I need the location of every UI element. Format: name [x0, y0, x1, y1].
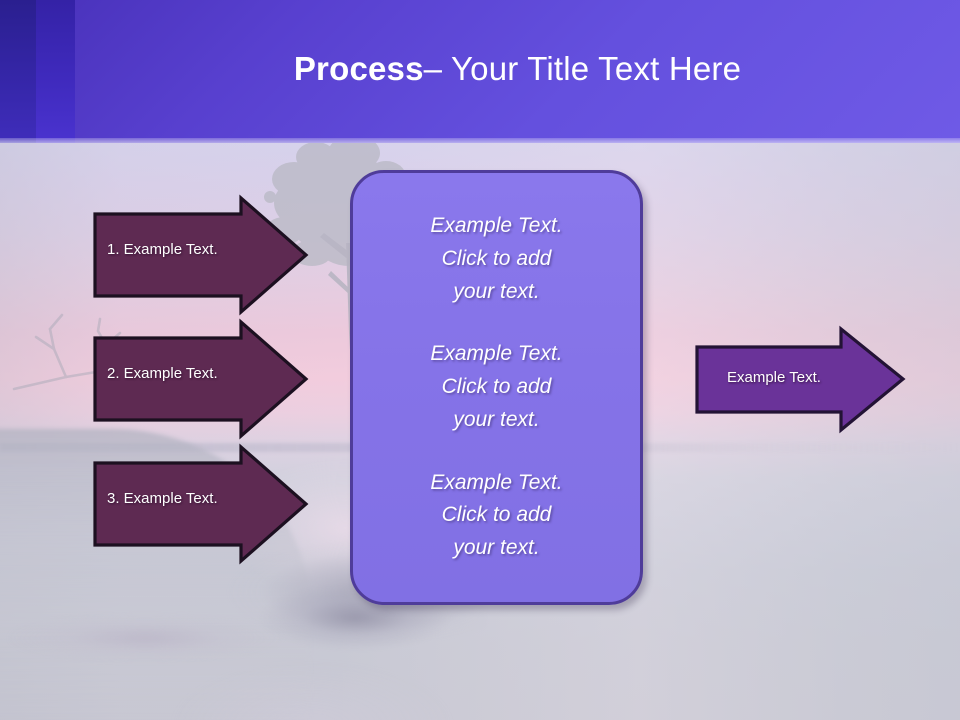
page-title-rest: – Your Title Text Here — [423, 50, 742, 87]
background-brush-vegetation — [10, 598, 310, 678]
header-edge-band-mid — [36, 0, 75, 143]
center-paragraph-3: Example Text. Click to add your text. — [430, 470, 563, 560]
input-arrow-1[interactable]: 1. Example Text. — [93, 194, 309, 316]
page-title: Process – Your Title Text Here — [75, 0, 960, 138]
input-arrow-2[interactable]: 2. Example Text. — [93, 318, 309, 440]
page-title-strong: Process — [293, 50, 424, 87]
background-lower-haze — [140, 663, 570, 720]
header-separator-line — [0, 138, 960, 143]
input-arrow-3[interactable]: 3. Example Text. — [93, 443, 309, 565]
center-paragraph-2: Example Text. Click to add your text. — [430, 342, 563, 431]
process-center-box[interactable]: Example Text. Click to add your text. Ex… — [350, 170, 643, 605]
slide-header: Process – Your Title Text Here — [0, 0, 960, 143]
header-edge-band-dark — [0, 0, 36, 143]
center-paragraph-1: Example Text. Click to add your text. — [430, 214, 563, 303]
output-arrow[interactable]: Example Text. — [695, 325, 906, 434]
